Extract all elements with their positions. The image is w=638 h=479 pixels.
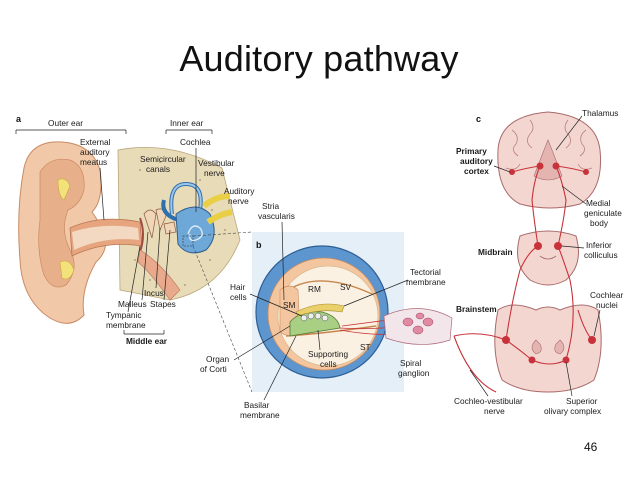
tympanic-membrane-shape xyxy=(139,217,144,253)
panel-c-central-pathway: c xyxy=(453,108,626,416)
panel-a-label: a xyxy=(16,114,22,124)
hair-cells-label: Hair cells xyxy=(230,282,248,302)
vestibular-nerve-label: Vestibular nerve xyxy=(198,158,237,178)
medial-geniculate-label: Medial geniculate body xyxy=(584,198,624,228)
sm-label: SM xyxy=(283,300,296,310)
st-label: ST xyxy=(360,342,371,352)
panel-a-ear: a Outer ear Inner ear xyxy=(15,114,257,393)
cochlea-label: Cochlea xyxy=(180,137,211,147)
tectorial-label: Tectorial membrane xyxy=(406,267,446,287)
midbrain-label: Midbrain xyxy=(478,247,513,257)
spiral-ganglion-label: Spiral ganglion xyxy=(398,358,430,378)
malleus-label: Malleus xyxy=(118,299,147,309)
brainstem-label: Brainstem xyxy=(456,304,497,314)
primary-cortex-marker xyxy=(509,169,515,175)
concha xyxy=(38,158,85,288)
reissner-membrane xyxy=(287,280,373,295)
slide-title: Auditory pathway xyxy=(179,38,459,79)
thalamus-label: Thalamus xyxy=(582,108,618,118)
basilar-membrane-label: Basilar membrane xyxy=(240,400,280,420)
page-number: 46 xyxy=(584,440,598,454)
midbrain-shape xyxy=(517,230,579,286)
semicircular-label: Semicircular canals xyxy=(140,154,188,174)
auditory-nerve-label: Auditory nerve xyxy=(224,186,257,206)
incus-label: Incus xyxy=(144,288,164,298)
inferior-colliculus-label: Inferior colliculus xyxy=(584,240,618,260)
inner-ear-label: Inner ear xyxy=(170,118,203,128)
eustachian-tube xyxy=(137,249,181,301)
tympanic-label: Tympanic membrane xyxy=(106,310,146,330)
stapes-shape xyxy=(163,221,177,235)
tectorial-membrane-shape xyxy=(295,303,345,317)
primary-cortex-label: Primary auditory cortex xyxy=(456,146,495,176)
stria-label: Stria vascularis xyxy=(258,201,295,221)
cochlea-shape xyxy=(175,206,215,254)
cochlear-nuclei-label: Cochlear nuclei xyxy=(590,290,626,310)
panel-b-cochlear-duct: b Stria vascularis xyxy=(200,201,453,420)
superior-olivary-label: Superior olivary complex xyxy=(544,396,602,416)
rm-label: RM xyxy=(308,284,321,294)
stapes-label: Stapes xyxy=(150,299,176,309)
cochleo-vestibular-label: Cochleo-vestibular nerve xyxy=(454,396,525,416)
hair-cells-shape xyxy=(300,312,329,322)
thalamus-shape xyxy=(533,139,563,181)
organ-of-corti-label: Organ of Corti xyxy=(200,354,231,374)
malleus-shape xyxy=(143,209,157,239)
panel-c-label: c xyxy=(476,114,481,124)
auditory-nerve-shape xyxy=(206,209,233,225)
supporting-cells-label: Supporting cells xyxy=(308,349,350,369)
vestibular-nerve-shape xyxy=(202,193,231,209)
auditory-pathway-lines xyxy=(453,165,593,393)
external-meatus-label: External auditory meatus xyxy=(80,137,113,167)
panel-b-label: b xyxy=(256,240,262,250)
bone-texture xyxy=(134,161,226,286)
outer-ear-label: Outer ear xyxy=(48,118,83,128)
middle-ear-label: Middle ear xyxy=(126,336,168,346)
brainstem-shape xyxy=(494,304,602,393)
sv-label: SV xyxy=(340,282,352,292)
